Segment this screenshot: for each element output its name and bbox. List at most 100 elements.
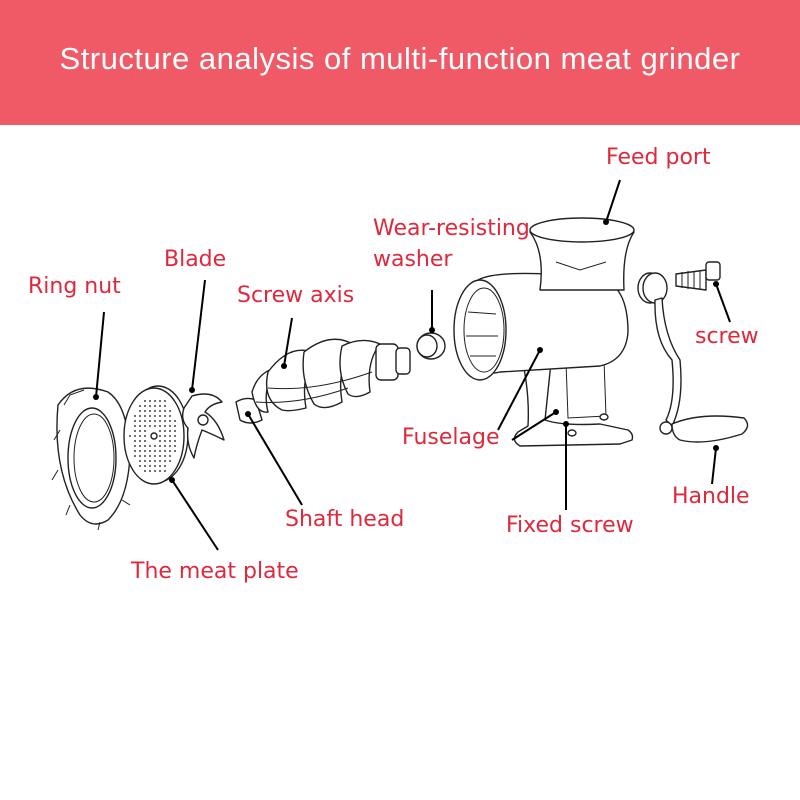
plate-hole [149,460,151,462]
leader-lines [93,179,731,551]
plate-hole [159,405,161,407]
plate-hole [134,415,136,417]
plate-hole [154,400,156,402]
plate-hole [144,400,146,402]
meat-plate-part [123,385,189,485]
plate-hole [154,425,156,427]
plate-hole [149,410,151,412]
plate-hole [169,455,171,457]
plate-hole [164,425,166,427]
plate-hole [174,420,176,422]
plate-hole [169,410,171,412]
plate-hole [149,455,151,457]
label-fuselage: Fuselage [402,425,500,450]
plate-hole [139,405,141,407]
plate-hole [139,440,141,442]
plate-hole [164,430,166,432]
plate-hole [159,410,161,412]
plate-hole [144,420,146,422]
handle-part [654,297,749,443]
plate-hole [154,455,156,457]
plate-hole [164,420,166,422]
plate-hole [154,460,156,462]
plate-hole [169,415,171,417]
label-screw: screw [695,324,759,349]
plate-hole [149,400,151,402]
plate-hole [164,465,166,467]
plate-hole [164,455,166,457]
plate-hole [144,470,146,472]
plate-hole [144,405,146,407]
plate-hole [144,440,146,442]
plate-hole [149,465,151,467]
plate-hole [139,415,141,417]
plate-hole [144,465,146,467]
plate-hole [164,440,166,442]
plate-hole [134,440,136,442]
header-banner: Structure analysis of multi-function mea… [0,0,800,125]
plate-hole [149,450,151,452]
plate-hole [164,435,166,437]
label-blade: Blade [164,247,226,272]
plate-hole [139,465,141,467]
plate-hole [164,415,166,417]
plate-hole [134,450,136,452]
plate-hole [144,450,146,452]
plate-hole [149,420,151,422]
plate-hole [139,445,141,447]
plate-hole [159,400,161,402]
label-feed-port: Feed port [606,145,711,170]
plate-hole [164,445,166,447]
plate-hole [144,435,146,437]
plate-hole [149,425,151,427]
fuselage-part [453,217,668,447]
plate-hole [164,450,166,452]
plate-hole [159,415,161,417]
plate-hole [159,465,161,467]
plate-hole [144,460,146,462]
label-meat-plate: The meat plate [130,559,299,584]
plate-hole [159,420,161,422]
plate-hole [149,445,151,447]
plate-hole [144,410,146,412]
plate-hole [174,425,176,427]
label-shaft-head: Shaft head [285,507,404,532]
plate-hole [154,415,156,417]
plate-hole [134,420,136,422]
plate-hole [169,460,171,462]
plate-hole [169,435,171,437]
plate-hole [139,450,141,452]
label-fixed-screw: Fixed screw [506,513,634,538]
blade-part [181,393,225,459]
plate-hole [169,445,171,447]
plate-hole [174,430,176,432]
plate-hole [149,405,151,407]
plate-hole [159,445,161,447]
plate-hole [144,425,146,427]
plate-hole [134,430,136,432]
plate-hole [174,440,176,442]
plate-hole [139,455,141,457]
plate-hole [169,420,171,422]
washer-part [416,332,446,360]
plate-hole [139,425,141,427]
plate-hole [164,405,166,407]
plate-hole [164,410,166,412]
plate-hole [154,465,156,467]
plate-hole [159,440,161,442]
plate-hole [139,410,141,412]
plate-hole [159,430,161,432]
plate-hole [154,450,156,452]
plate-hole [134,455,136,457]
page-title: Structure analysis of multi-function mea… [59,40,741,76]
plate-hole [149,470,151,472]
plate-hole [159,425,161,427]
plate-hole [159,435,161,437]
label-handle: Handle [672,484,750,509]
plate-hole [139,435,141,437]
plate-hole [159,470,161,472]
screw-axis-part [235,338,411,424]
plate-hole [164,400,166,402]
ring-nut-part [51,387,139,531]
